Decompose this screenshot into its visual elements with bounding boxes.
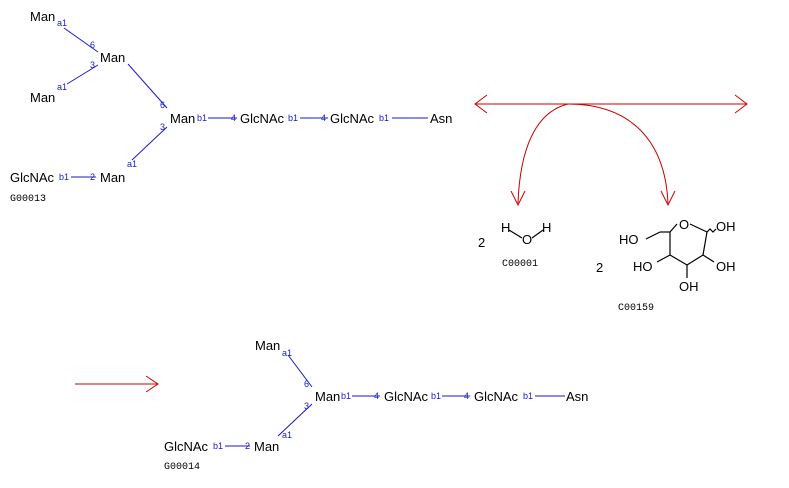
compound-id: G00014	[164, 462, 200, 473]
residue-man: Man	[100, 170, 125, 185]
residue-asn: Asn	[430, 111, 452, 126]
atom-h: H	[501, 220, 510, 235]
bond	[66, 64, 99, 85]
linkage-label: 4	[321, 113, 326, 123]
linkage-label: a1	[282, 348, 292, 358]
bond	[669, 223, 678, 233]
compound-id: G00013	[10, 194, 46, 205]
residue-glcnac: GlcNAc	[384, 389, 429, 404]
linkage-label: b1	[431, 391, 441, 401]
arrow-head-down-icon	[660, 190, 676, 207]
bond	[531, 229, 544, 239]
residue-man: Man	[30, 9, 55, 24]
atom-label: O	[679, 217, 689, 232]
coefficient: 2	[596, 260, 603, 275]
coefficient: 2	[478, 235, 485, 250]
bond	[689, 223, 708, 233]
arrow-head-right-icon	[734, 94, 748, 114]
arrow-head-right-icon	[145, 375, 159, 393]
bond	[277, 403, 313, 437]
linkage-label: a1	[57, 18, 67, 28]
linkage-label: a1	[127, 159, 137, 169]
linkage-label: 3	[160, 122, 165, 132]
linkage-label: 3	[304, 401, 309, 411]
linkage-label: b1	[59, 172, 69, 182]
curved-arrow-water	[517, 103, 569, 204]
residue-asn: Asn	[566, 389, 588, 404]
bond	[131, 126, 168, 161]
residue-man: Man	[30, 90, 55, 105]
curved-arrow-sugar	[567, 103, 669, 204]
residue-man-core: Man	[170, 111, 195, 126]
bond	[287, 354, 313, 388]
residue-man: Man	[254, 439, 279, 454]
linkage-label: 2	[90, 172, 95, 182]
wavy-bond	[706, 228, 717, 233]
linkage-label: a1	[57, 82, 67, 92]
reaction-arrows	[75, 94, 748, 393]
atom-label: HO	[619, 232, 639, 247]
atom-label: OH	[716, 259, 736, 274]
atom-label: OH	[679, 279, 699, 294]
residue-man-core: Man	[315, 389, 340, 404]
bond	[702, 231, 708, 256]
residue-glcnac: GlcNAc	[330, 111, 375, 126]
linkage-label: b1	[523, 391, 533, 401]
bond	[63, 27, 99, 53]
atom-o: O	[522, 232, 532, 247]
bond	[669, 254, 688, 266]
linkage-label: b1	[213, 441, 223, 451]
linkage-label: b1	[288, 113, 298, 123]
water-molecule: 2 H O H C00001	[478, 220, 551, 270]
linkage-label: b1	[341, 391, 351, 401]
linkage-label: 3	[90, 60, 95, 70]
linkage-label: 4	[231, 113, 236, 123]
linkage-label: 4	[464, 391, 469, 401]
linkage-label: b1	[379, 113, 389, 123]
linkage-label: a1	[282, 430, 292, 440]
residue-man: Man	[100, 50, 125, 65]
linkage-label: 6	[90, 40, 95, 50]
linkage-label: 2	[245, 441, 250, 451]
bond	[656, 254, 671, 263]
residue-glcnac: GlcNAc	[474, 389, 519, 404]
sugar-molecule: 2 HO O OH HO OH OH C00159	[596, 217, 736, 314]
residue-man: Man	[255, 338, 280, 353]
product-glycan: Man Man GlcNAc GlcNAc Asn GlcNAc Man a1 …	[164, 338, 588, 473]
atom-h: H	[542, 220, 551, 235]
residue-glcnac: GlcNAc	[164, 439, 209, 454]
compound-id: C00001	[502, 259, 538, 270]
compound-id: C00159	[618, 303, 654, 314]
atom-label: OH	[716, 219, 736, 234]
atom-label: HO	[633, 259, 653, 274]
bond	[686, 254, 704, 266]
bond	[702, 254, 715, 263]
arrow-head-down-icon	[510, 190, 526, 207]
residue-glcnac: GlcNAc	[240, 111, 285, 126]
bond	[645, 231, 661, 240]
bond	[127, 63, 168, 109]
linkage-label: b1	[197, 113, 207, 123]
arrow-head-left-icon	[474, 94, 488, 114]
substrate-glycan: Man Man Man Man GlcNAc GlcNAc Asn GlcNAc…	[10, 9, 452, 205]
linkage-label: 6	[160, 100, 165, 110]
bond	[508, 229, 523, 239]
residue-glcnac: GlcNAc	[10, 170, 55, 185]
linkage-label: 6	[304, 379, 309, 389]
linkage-label: 4	[374, 391, 379, 401]
